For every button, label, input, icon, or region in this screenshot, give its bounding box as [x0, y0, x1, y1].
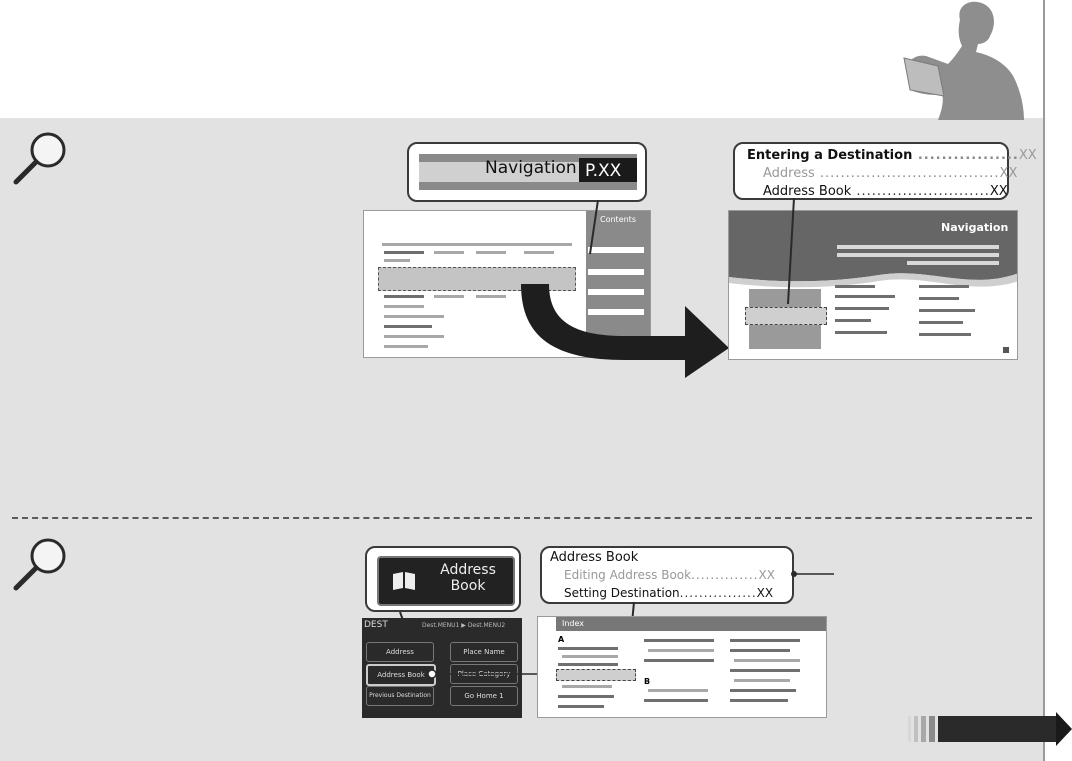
- index-letter-b: B: [644, 677, 651, 686]
- chapter-page: Navigation: [728, 210, 1018, 360]
- navigation-callout: Navigation P.XX: [407, 142, 647, 202]
- index-row1-page: XX: [758, 568, 775, 582]
- contents-tab: Contents: [600, 215, 636, 224]
- magnifier-icon: [13, 132, 66, 185]
- callout-page: P.XX: [585, 161, 622, 181]
- callout-page-box: [579, 158, 637, 184]
- callout-pointer: [589, 199, 599, 255]
- screen-breadcrumb-1: Dest.MENU1: [422, 622, 460, 629]
- reading-person-icon: [903, 1, 1024, 120]
- index-page: Index A B: [537, 616, 827, 718]
- callout-label: Navigation: [485, 158, 577, 178]
- chapter-title: Navigation: [941, 221, 1009, 234]
- contents-sidebar: [586, 211, 650, 357]
- highlight-row: [378, 267, 576, 291]
- book-icon: [393, 572, 415, 590]
- index-callout-pointer: [791, 571, 834, 577]
- menu-go-home[interactable]: Go Home 1: [450, 686, 518, 706]
- toc-address-book-page: XX: [989, 184, 1008, 199]
- index-row1: Editing Address Book: [564, 568, 692, 582]
- index-callout: Address Book Editing Address Book.......…: [540, 546, 794, 604]
- index-tab: Index: [562, 619, 585, 628]
- magnifier-icon-2: [13, 538, 66, 591]
- menu-address[interactable]: Address: [366, 642, 434, 662]
- index-highlight: [556, 669, 636, 681]
- toc-address-page: XX: [999, 166, 1018, 181]
- address-book-button-label: Address Book: [440, 562, 496, 594]
- menu-place-name[interactable]: Place Name: [450, 642, 518, 662]
- screen-breadcrumb-2: Dest.MENU2: [467, 622, 506, 629]
- toc-pointer: [787, 197, 795, 305]
- index-row2: Setting Destination: [564, 586, 680, 600]
- menu-previous-destination[interactable]: Previous Destination: [366, 686, 434, 706]
- toc-callout: Entering a Destination .................…: [733, 142, 1037, 200]
- address-book-button-callout: Address Book: [365, 546, 521, 612]
- section-separator: [12, 517, 1032, 519]
- next-page-arrow-icon[interactable]: [908, 712, 1072, 746]
- chapter-highlight: [745, 307, 827, 325]
- page-edge-line: [1043, 0, 1045, 761]
- contents-page: Contents: [363, 210, 651, 358]
- curved-arrow-icon: [521, 284, 729, 378]
- index-letter-a: A: [558, 635, 565, 644]
- toc-address: Address: [763, 166, 815, 181]
- index-title: Address Book: [550, 550, 639, 565]
- index-row2-page: XX: [756, 586, 774, 600]
- toc-heading-page: XX: [1018, 148, 1037, 163]
- toc-heading: Entering a Destination: [747, 148, 913, 163]
- address-book-button[interactable]: Address Book: [377, 556, 515, 606]
- toc-address-book: Address Book: [763, 184, 852, 199]
- screen-title: DEST: [364, 620, 388, 630]
